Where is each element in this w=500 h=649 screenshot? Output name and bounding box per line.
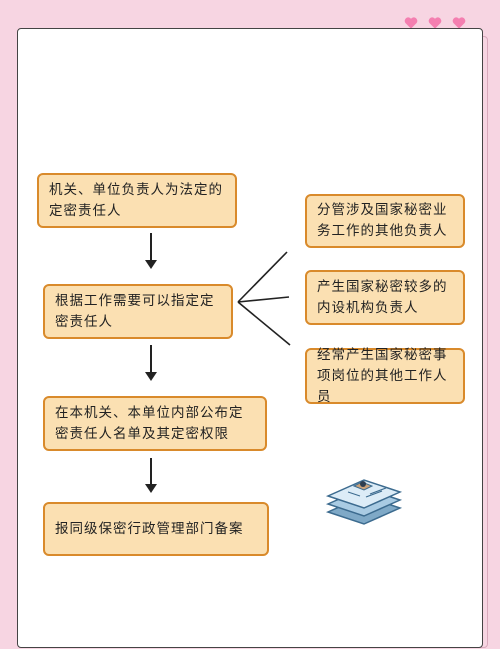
flow-step-publish-list: 在本机关、本单位内部公布定密责任人名单及其定密权限 [43,396,267,451]
heart-icon [428,17,442,29]
flow-step-file-record: 报同级保密行政管理部门备案 [43,502,269,556]
designee-2-text: 产生国家秘密较多的内设机构负责人 [317,278,448,316]
designee-3-text: 经常产生国家秘密事项岗位的其他工作人员 [317,346,448,405]
designee-staff: 经常产生国家秘密事项岗位的其他工作人员 [305,347,465,405]
heart-icon [452,17,466,29]
flow-step-legal-designee: 机关、单位负责人为法定的定密责任人 [37,173,237,228]
flow-step-3-text: 在本机关、本单位内部公布定密责任人名单及其定密权限 [55,404,244,442]
flow-step-1-text: 机关、单位负责人为法定的定密责任人 [49,181,223,219]
flow-arrow-2 [145,345,157,381]
flow-step-designate: 根据工作需要可以指定定密责任人 [43,284,233,339]
flow-arrow-3 [145,458,157,493]
designee-1-text: 分管涉及国家秘密业务工作的其他负责人 [317,202,448,239]
designee-department-head: 产生国家秘密较多的内设机构负责人 [305,270,465,325]
heart-icon [404,17,418,29]
designee-branch-leader: 分管涉及国家秘密业务工作的其他负责人 [305,194,465,248]
flow-step-4-text: 报同级保密行政管理部门备案 [55,520,244,537]
document-stack-icon [325,479,403,525]
flow-arrow-1 [145,233,157,269]
flow-step-2-text: 根据工作需要可以指定定密责任人 [55,292,215,330]
heart-decoration [404,16,466,30]
